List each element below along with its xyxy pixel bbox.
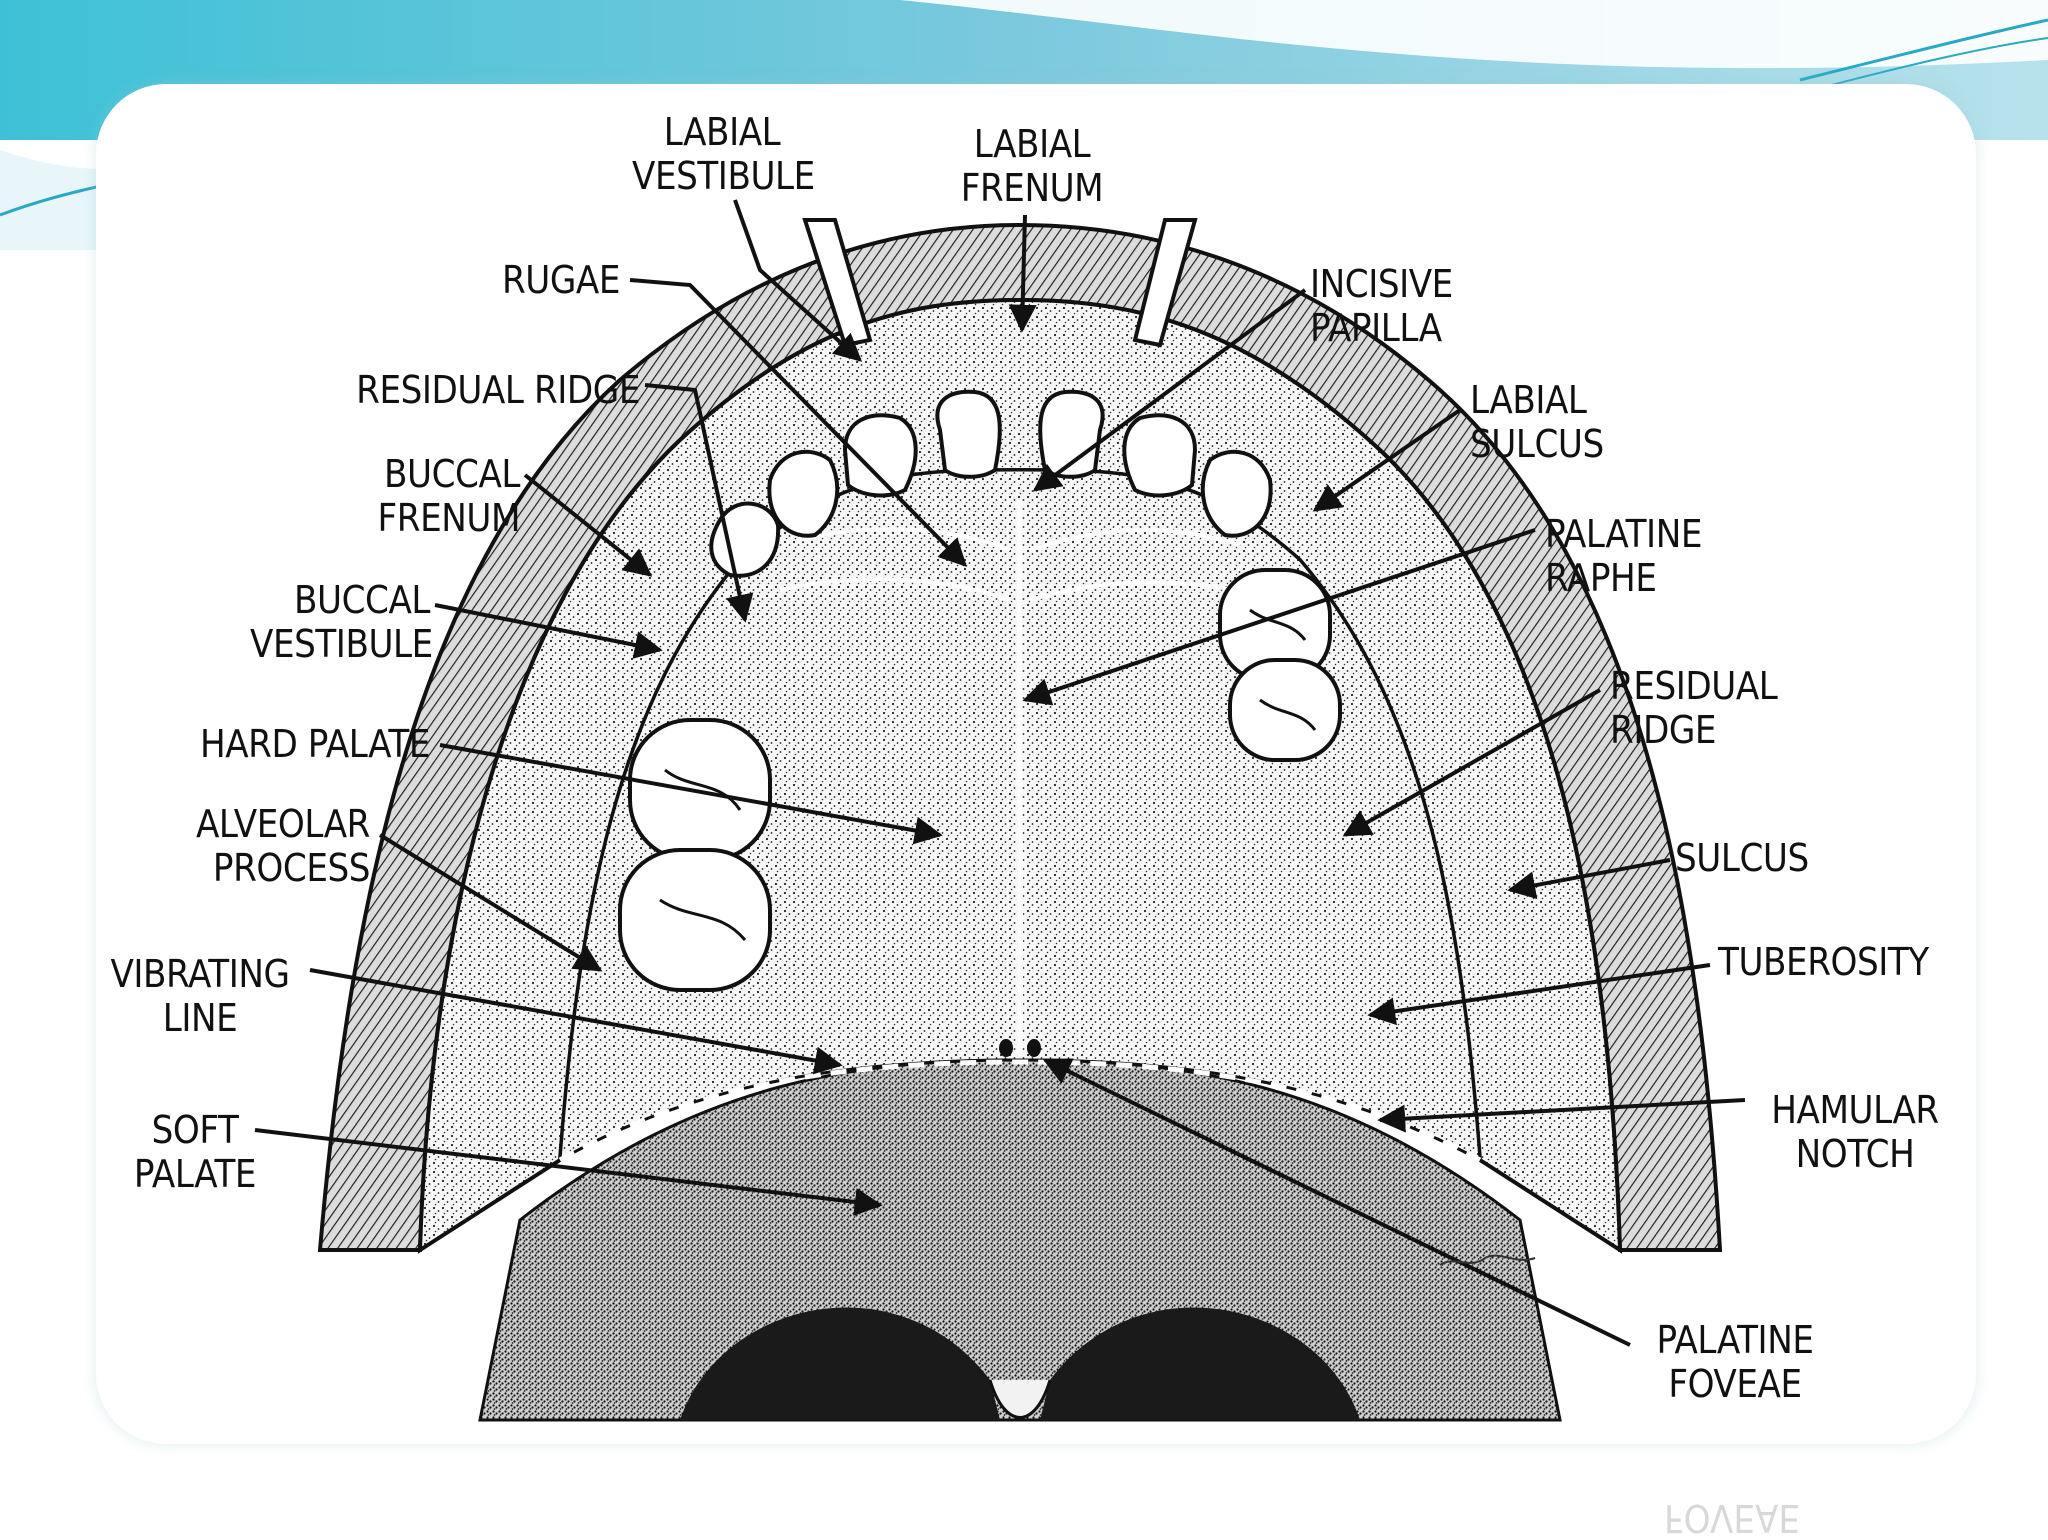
leader-tuberosity — [1367, 963, 1711, 1026]
molar-fissures — [659, 608, 1317, 941]
label-residual-ridge-left: RESIDUAL RIDGE — [356, 368, 640, 412]
label-incisive-papilla: INCISIVE PAPILLA — [1310, 262, 1453, 350]
leader-hamular-notch — [1377, 1098, 1746, 1133]
soft-palate-area — [478, 1058, 1562, 1422]
reflection-text: FOVEAE — [1664, 1496, 1800, 1540]
leader-buccal-frenum — [523, 473, 653, 577]
vibrating-line-dashes — [558, 1059, 1482, 1163]
label-alveolar-process: ALVEOLAR PROCESS — [195, 802, 370, 890]
label-hamular-notch: HAMULAR NOTCH — [1771, 1088, 1939, 1176]
artist-signature — [1439, 1254, 1536, 1266]
leader-labial-vestibule — [733, 199, 863, 362]
retractor-left — [802, 218, 873, 348]
label-labial-sulcus: LABIAL SULCUS — [1470, 378, 1604, 466]
retractor-right — [1132, 218, 1198, 348]
label-buccal-vestibule: BUCCAL VESTIBULE — [250, 578, 433, 666]
leader-incisive-papilla — [1032, 288, 1307, 492]
label-buccal-frenum: BUCCAL FRENUM — [377, 452, 521, 540]
label-residual-ridge-right: RESIDUAL RIDGE — [1610, 664, 1778, 752]
leader-soft-palate — [254, 1128, 883, 1216]
label-sulcus: SULCUS — [1675, 836, 1809, 880]
leader-vibrating-line — [309, 968, 843, 1075]
leader-hard-palate — [439, 743, 943, 845]
leader-labial-frenum — [1008, 214, 1037, 333]
label-soft-palate: SOFT PALATE — [133, 1108, 257, 1196]
leader-buccal-vestibule — [434, 603, 663, 659]
pharynx-left — [680, 1307, 1000, 1420]
label-labial-frenum: LABIAL FRENUM — [960, 122, 1104, 210]
header-white-swoosh — [900, 0, 2048, 69]
label-palatine-foveae: PALATINE FOVEAE — [1656, 1318, 1814, 1406]
label-tuberosity: TUBEROSITY — [1718, 940, 1929, 984]
label-hard-palate: HARD PALATE — [199, 722, 430, 766]
label-rugae: RUGAE — [501, 258, 621, 302]
palatine-raphe-line — [1016, 499, 1024, 1061]
leader-labial-sulcus — [1312, 408, 1462, 512]
leader-palatine-foveae — [1042, 1058, 1631, 1347]
leader-palatine-raphe — [1022, 528, 1536, 706]
palatine-fovea-left — [999, 1039, 1013, 1057]
leader-sulcus — [1507, 858, 1671, 900]
label-vibrating-line: VIBRATING LINE — [110, 952, 290, 1040]
right-swoosh-line-2 — [1819, 37, 2048, 89]
leader-lines — [254, 199, 1746, 1347]
leader-alveolar-process — [378, 833, 603, 972]
right-swoosh-line — [1799, 18, 2048, 82]
label-palatine-raphe: PALATINE RAPHE — [1545, 512, 1702, 600]
leader-residual-ridge-right — [1342, 688, 1601, 837]
leader-rugae — [629, 278, 967, 567]
pharynx-right — [1040, 1307, 1360, 1420]
leader-residual-ridge-left — [644, 383, 754, 623]
uvula — [988, 1379, 1052, 1419]
label-labial-vestibule: LABIAL VESTIBULE — [632, 110, 815, 198]
anterior-teeth — [709, 389, 1273, 578]
palatine-fovea-right — [1027, 1039, 1041, 1057]
